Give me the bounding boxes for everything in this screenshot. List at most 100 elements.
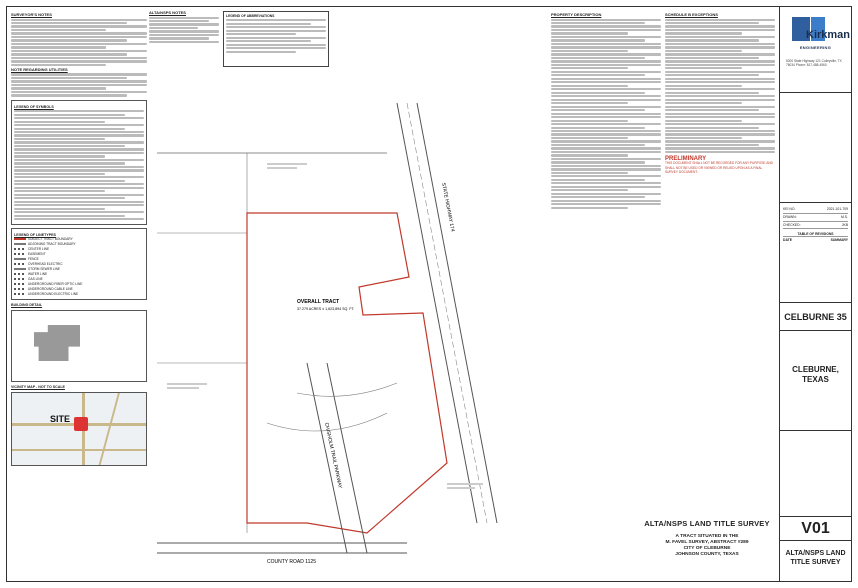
abbreviations-box: LEGEND OF ABBREVIATIONS	[223, 11, 329, 67]
legend-label: UNDERGROUND CABLE LINE	[28, 287, 73, 292]
adjoining-boundary	[157, 153, 248, 234]
survey-title-main: ALTA/NSPS LAND TITLE SURVEY	[644, 519, 770, 528]
vicinity-map-title: VICINITY MAP - NOT TO SCALE	[11, 384, 65, 389]
legend-row: GAS LINE	[14, 277, 144, 282]
preliminary-text: THIS DOCUMENT SHALL NOT BE RECORDED FOR …	[665, 161, 773, 174]
survey-title-line: A TRACT SITUATED IN THE	[675, 534, 739, 539]
county-road-label: COUNTY ROAD 1125	[267, 559, 316, 565]
legend-label: SUBJECT TRACT BOUNDARY	[28, 237, 73, 242]
city-line: CLEBURNE,	[792, 365, 839, 374]
map-road	[12, 449, 146, 452]
logo-mark-icon	[811, 17, 825, 41]
alta-notes: ALTA/NSPS NOTES	[149, 10, 287, 161]
legend-label: OVERHEAD ELECTRIC	[28, 262, 63, 267]
sheet-name-line: ALTA/NSPS LAND	[785, 550, 846, 557]
vicinity-map: SITE	[11, 392, 147, 467]
legend-label: STORM SEWER LINE	[28, 267, 60, 272]
legend-label: WATER LINE	[28, 272, 48, 277]
sheet-number: V01	[780, 517, 851, 541]
vicinity-site-label: SITE	[50, 414, 71, 425]
sheet-name: ALTA/NSPS LAND TITLE SURVEY	[780, 541, 851, 567]
schedule-b-title: SCHEDULE B EXCEPTIONS	[665, 12, 718, 17]
abbreviations-title: LEGEND OF ABBREVIATIONS	[226, 14, 275, 18]
revisions-header: TABLE OF REVISIONS	[783, 232, 848, 238]
utility-notes-text	[11, 73, 147, 97]
legend-label: CENTER LINE	[28, 247, 50, 252]
highway-label: STATE HIGHWAY 174	[440, 182, 455, 232]
brand-sub: ENGINEERING	[799, 45, 832, 50]
company-address: 5200 State Highway 121 Colleyville, TX 7…	[786, 59, 842, 68]
survey-title-line: M. FAVEL SURVEY, ABSTRACT #289	[665, 540, 749, 545]
utility-notes-title: NOTE REGARDING UTILITIES	[11, 66, 68, 72]
legend-label: FENCE	[28, 257, 39, 262]
legend-label: GAS LINE	[28, 277, 43, 282]
highway-centerline	[406, 102, 488, 524]
info-value: M.S.	[841, 215, 848, 220]
survey-sheet: SURVEYOR'S NOTES NOTE REGARDING UTILITIE…	[6, 6, 852, 582]
legend-row: UNDERGROUND CABLE LINE	[14, 287, 144, 292]
brand-name: Kirkman	[806, 29, 851, 41]
building-footprint	[34, 324, 80, 361]
parkway-edge	[306, 362, 348, 554]
info-label: CHECKED:	[783, 222, 801, 227]
property-description-title: PROPERTY DESCRIPTION	[551, 12, 602, 17]
overall-tract-area: 37.279 ACRES ± 1,623,894 SQ. FT.	[297, 307, 355, 311]
company-logo: Kirkman ENGINEERING 5200 State Highway 1…	[780, 7, 851, 93]
annotation	[167, 387, 199, 389]
sheet-name-line: TITLE SURVEY	[790, 559, 841, 566]
legend-row: CENTER LINE	[14, 247, 144, 252]
parkway-label: CHISHOLM TRAIL PARKWAY	[323, 422, 343, 490]
legend-label: UNDERGROUND ELECTRIC LINE	[28, 292, 79, 297]
legend-label: ADJOINING TRACT BOUNDARY	[28, 242, 76, 247]
annotation	[267, 163, 307, 165]
building-detail-title: BUILDING DETAIL	[11, 302, 43, 307]
survey-title-line: JOHNSON COUNTY, TEXAS	[675, 552, 739, 557]
highway-edge-west	[396, 102, 478, 524]
info-value: JKB	[841, 222, 848, 227]
revision-col: DATE	[783, 238, 792, 243]
overall-tract-label: OVERALL TRACT	[297, 299, 339, 305]
notes-column: SURVEYOR'S NOTES NOTE REGARDING UTILITIE…	[11, 11, 147, 577]
alta-notes-title: ALTA/NSPS NOTES	[149, 10, 186, 15]
info-value: 2021-101-709	[826, 207, 848, 212]
project-info: KEI NO. 2021-101-709 DRAWN: M.S. CHECKED: J…	[780, 203, 851, 303]
parkway-edge	[326, 362, 368, 554]
survey-title-line: CITY OF CLEBURNE	[683, 546, 731, 551]
blank-area	[780, 431, 851, 517]
property-description: PROPERTY DESCRIPTION	[551, 11, 661, 411]
legend-of-linetypes: LEGEND OF LINETYPES SUBJECT TRACT BOUNDA…	[11, 227, 147, 300]
interior-line	[266, 412, 388, 432]
legend-row: ADJOINING TRACT BOUNDARY	[14, 242, 144, 247]
legend-of-symbols: LEGEND OF SYMBOLS	[11, 99, 147, 225]
info-label: KEI NO.	[783, 207, 796, 212]
info-row: KEI NO. 2021-101-709	[783, 206, 848, 214]
legend-label: EASEMENT	[28, 252, 46, 257]
schedule-b-exceptions: SCHEDULE B EXCEPTIONS PRELIMINARY THIS D…	[665, 11, 775, 411]
project-name: CELBURNE 35	[780, 303, 851, 331]
highway-edge-east	[416, 102, 498, 524]
annotation	[167, 383, 207, 385]
legend-row: SUBJECT TRACT BOUNDARY	[14, 237, 144, 242]
legend-row: UNDERGROUND FIBER OPTIC LINE	[14, 282, 144, 287]
site-marker-icon	[74, 417, 88, 432]
project-location: CLEBURNE, TEXAS	[780, 331, 851, 431]
revision-col: SUMMARY	[830, 238, 848, 243]
title-block: Kirkman ENGINEERING 5200 State Highway 1…	[779, 7, 851, 581]
legend-label: UNDERGROUND FIBER OPTIC LINE	[28, 282, 83, 287]
info-row: CHECKED: JKB	[783, 222, 848, 230]
legend-row: OVERHEAD ELECTRIC	[14, 262, 144, 267]
annotation	[447, 487, 475, 489]
legend-row: STORM SEWER LINE	[14, 267, 144, 272]
annotation	[447, 483, 483, 485]
surveyors-notes-text	[11, 18, 147, 66]
subject-tract-boundary	[246, 212, 448, 534]
annotation	[267, 167, 297, 169]
legend-symbols-title: LEGEND OF SYMBOLS	[14, 104, 54, 109]
seal-area	[780, 93, 851, 203]
preliminary-stamp: PRELIMINARY	[665, 156, 707, 163]
revisions-columns: DATE SUMMARY	[783, 237, 848, 243]
legend-row: EASEMENT	[14, 252, 144, 257]
surveyors-notes-title: SURVEYOR'S NOTES	[11, 12, 52, 17]
info-label: DRAWN:	[783, 215, 797, 220]
survey-title: ALTA/NSPS LAND TITLE SURVEY A TRACT SITU…	[627, 519, 787, 558]
